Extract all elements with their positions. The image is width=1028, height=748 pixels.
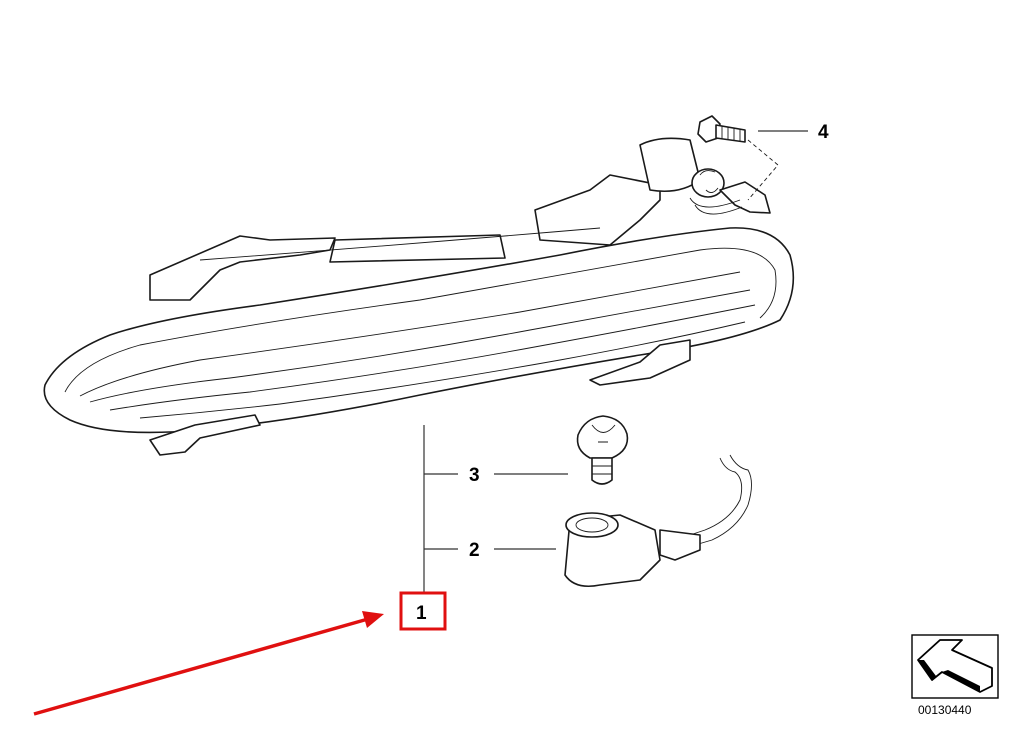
bulb-icon	[576, 415, 629, 485]
highlight-arrow-icon	[33, 611, 384, 716]
highlight-box	[399, 591, 447, 631]
callout-4: 4	[818, 122, 829, 143]
bulb-socket-icon	[564, 454, 752, 588]
callout-3: 3	[469, 465, 480, 486]
arrow-navigation-icon[interactable]	[911, 634, 999, 699]
callout-1: 1	[416, 603, 427, 624]
leader-lines	[423, 130, 808, 592]
callout-2: 2	[469, 540, 480, 561]
screw-icon	[697, 115, 746, 143]
turn-signal-lamp-icon	[43, 137, 795, 456]
diagram-number: 00130440	[918, 703, 972, 717]
